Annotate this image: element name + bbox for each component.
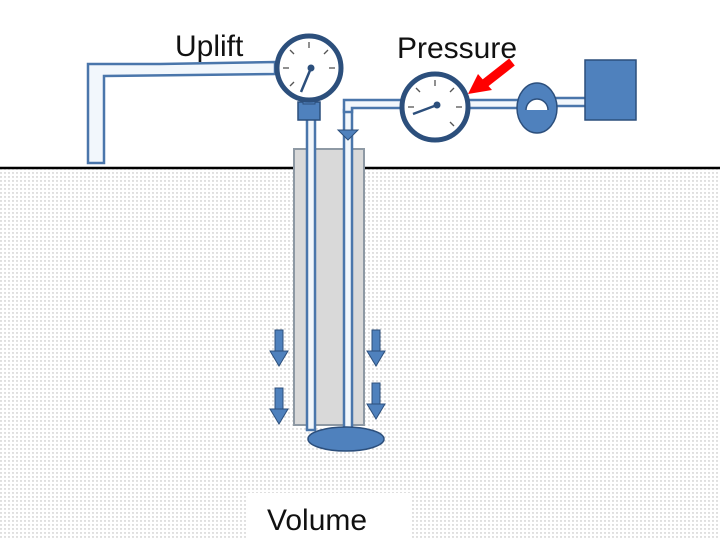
pump-icon (516, 82, 558, 134)
flow-arrow-right-lower-icon (366, 382, 386, 420)
bottom-plate (307, 426, 385, 452)
flow-arrow-left-upper-icon (269, 329, 289, 367)
pointer-arrow-icon (468, 58, 515, 94)
pressure-gauge-icon (399, 71, 471, 143)
uplift-gauge-icon (274, 33, 344, 121)
uplift-pipe (86, 60, 277, 165)
borehole-casing (293, 148, 365, 426)
flow-down-arrow-icon (336, 129, 360, 141)
flow-arrow-right-upper-icon (366, 329, 386, 367)
flow-arrow-left-lower-icon (269, 387, 289, 425)
uplift-label: Uplift (175, 30, 244, 63)
inner-tube-left (305, 116, 317, 432)
pressure-label: Pressure (397, 32, 517, 65)
inner-tube-right (342, 108, 354, 432)
volume-label: Volume (267, 504, 367, 537)
water-tank-icon (584, 59, 637, 121)
volume-label-bg (248, 493, 410, 540)
